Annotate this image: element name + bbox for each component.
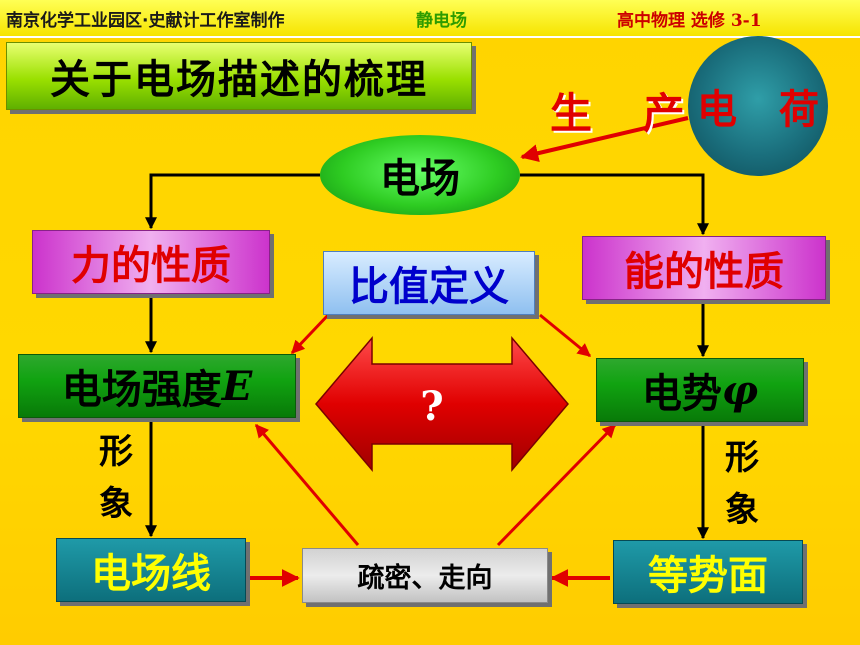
arrow-density-to-potential [496,423,617,547]
arrow-ratio-to-potential [539,313,592,358]
ratio-definition-label: 比值定义 [349,264,509,310]
field-lines-label: 电场线 [91,551,211,597]
potential-symbol: φ [721,366,759,414]
field-label: 电场 [380,156,460,202]
arrow-charge-to-field [520,116,689,163]
arrow-density-to-strength [254,423,360,546]
header-bar: 南京化学工业园区·史献计工作室制作 静电场 高中物理 选修 3-1 [0,0,860,38]
arrow-field-to-force [145,173,320,230]
density-direction-label: 疏密、走向 [357,563,493,594]
energy-property-label: 能的性质 [624,249,784,295]
equipotential-label: 等势面 [648,553,768,599]
force-property-box: 力的性质 [32,230,270,294]
field-lines-box: 电场线 [56,538,246,602]
field-strength-label: 电场强度 [61,367,222,413]
imagery-right-label: 形象 [725,438,759,530]
density-direction-box: 疏密、走向 [302,548,548,603]
arrow-ratio-to-strength [290,311,332,355]
field-strength-symbol: E [221,362,253,410]
ratio-definition-box: 比值定义 [323,251,535,315]
potential-label: 电势 [641,371,722,417]
charge-node: 电 荷 [688,36,828,176]
energy-property-box: 能的性质 [582,236,826,300]
produce-label: 生 产 [550,89,703,138]
equipotential-box: 等势面 [613,540,803,604]
field-node: 电场 [320,135,520,215]
double-arrow-shape [315,335,569,473]
charge-label: 电 荷 [697,87,833,133]
header-topic: 静电场 [416,11,467,31]
double-arrow-question: ? [420,383,443,430]
arrow-field-to-energy [520,173,709,236]
imagery-left-label: 形象 [99,432,133,524]
header-author: 南京化学工业园区·史献计工作室制作 [6,11,285,31]
header-course: 高中物理 选修 3-1 [617,11,762,31]
force-property-label: 力的性质 [71,243,231,289]
page-title: 关于电场描述的梳理 [6,42,472,110]
